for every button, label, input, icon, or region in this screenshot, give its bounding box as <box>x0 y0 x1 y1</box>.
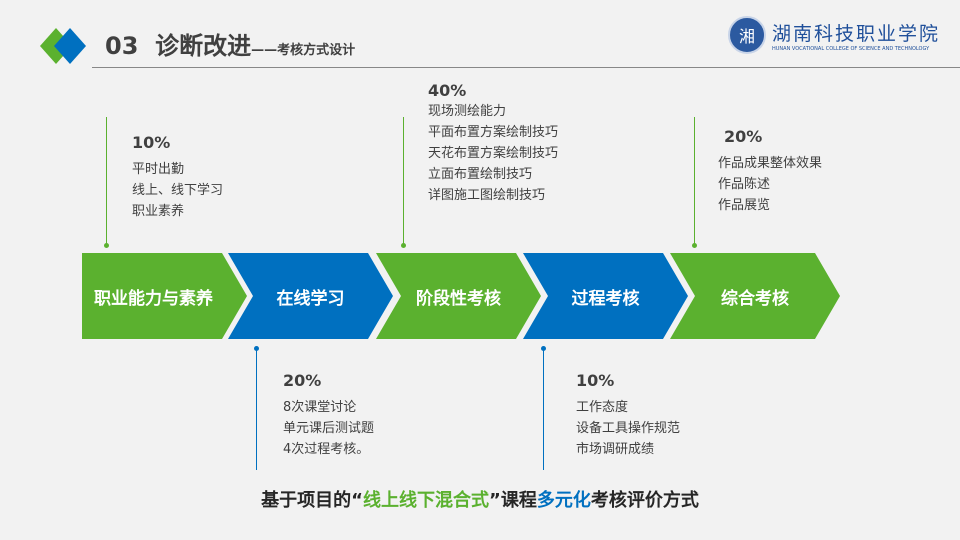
connector-dot <box>692 243 697 248</box>
stage-chevron-4[interactable]: 过程考核 <box>523 253 688 339</box>
connector-line <box>403 117 404 245</box>
connector-line <box>694 117 695 245</box>
connector-line <box>106 117 107 245</box>
detail-item: 作品展览 <box>718 198 771 213</box>
detail-item: 天花布置方案绘制技巧 <box>428 146 559 161</box>
detail-item: 线上、线下学习 <box>132 183 224 198</box>
stage-detail-1: 10% 平时出勤 线上、线下学习 职业素养 <box>132 132 223 222</box>
stage-chevron-1[interactable]: 职业能力与素养 <box>82 253 247 339</box>
connector-dot <box>104 243 109 248</box>
detail-item: 作品陈述 <box>718 177 771 192</box>
stage-weight: 10% <box>132 133 171 152</box>
connector-line <box>543 348 544 470</box>
detail-item: 现场测绘能力 <box>428 104 507 119</box>
stage-weight: 20% <box>283 371 322 390</box>
stage-weight: 10% <box>576 371 615 390</box>
stage-detail-2: 20% 8次课堂讨论 单元课后测试题 4次过程考核。 <box>283 370 374 460</box>
college-seal-icon: 湘 <box>728 16 766 54</box>
highlight-green: 线上线下混合式 <box>363 490 489 511</box>
detail-item: 工作态度 <box>576 400 629 415</box>
page-subtitle: ——考核方式设计 <box>251 43 356 58</box>
detail-item: 4次过程考核。 <box>283 442 370 457</box>
connector-line <box>256 348 257 470</box>
stage-chevron-5[interactable]: 综合考核 <box>670 253 840 339</box>
detail-item: 详图施工图绘制技巧 <box>428 188 546 203</box>
detail-item: 职业素养 <box>132 204 185 219</box>
summary-caption: 基于项目的“线上线下混合式”课程多元化考核评价方式 <box>261 490 699 511</box>
detail-item: 平时出勤 <box>132 162 185 177</box>
stage-detail-4: 10% 工作态度 设备工具操作规范 市场调研成绩 <box>576 370 680 460</box>
page-title: 03 诊断改进——考核方式设计 <box>105 32 356 60</box>
detail-item: 单元课后测试题 <box>283 421 375 436</box>
college-name-cn: 湖南科技职业学院 <box>772 22 941 45</box>
stage-weight: 40% <box>428 81 467 100</box>
highlight-blue: 多元化 <box>536 490 591 511</box>
detail-item: 立面布置绘制技巧 <box>428 167 533 182</box>
detail-item: 作品成果整体效果 <box>718 156 823 171</box>
stage-detail-5: 20% 作品成果整体效果 作品陈述 作品展览 <box>718 126 822 216</box>
stage-chevron-2[interactable]: 在线学习 <box>228 253 393 339</box>
detail-item: 设备工具操作规范 <box>576 421 681 436</box>
connector-dot <box>401 243 406 248</box>
stage-weight: 20% <box>724 127 763 146</box>
header-divider <box>92 67 960 68</box>
stage-chevron-3[interactable]: 阶段性考核 <box>376 253 541 339</box>
college-name-en: HUNAN VOCATIONAL COLLEGE OF SCIENCE AND … <box>772 45 930 52</box>
stage-detail-3: 40% 现场测绘能力 平面布置方案绘制技巧 天花布置方案绘制技巧 立面布置绘制技… <box>428 80 558 206</box>
detail-item: 市场调研成绩 <box>576 442 655 457</box>
detail-item: 8次课堂讨论 <box>283 400 357 415</box>
diamond-logo-icon <box>40 28 86 64</box>
detail-item: 平面布置方案绘制技巧 <box>428 125 559 140</box>
